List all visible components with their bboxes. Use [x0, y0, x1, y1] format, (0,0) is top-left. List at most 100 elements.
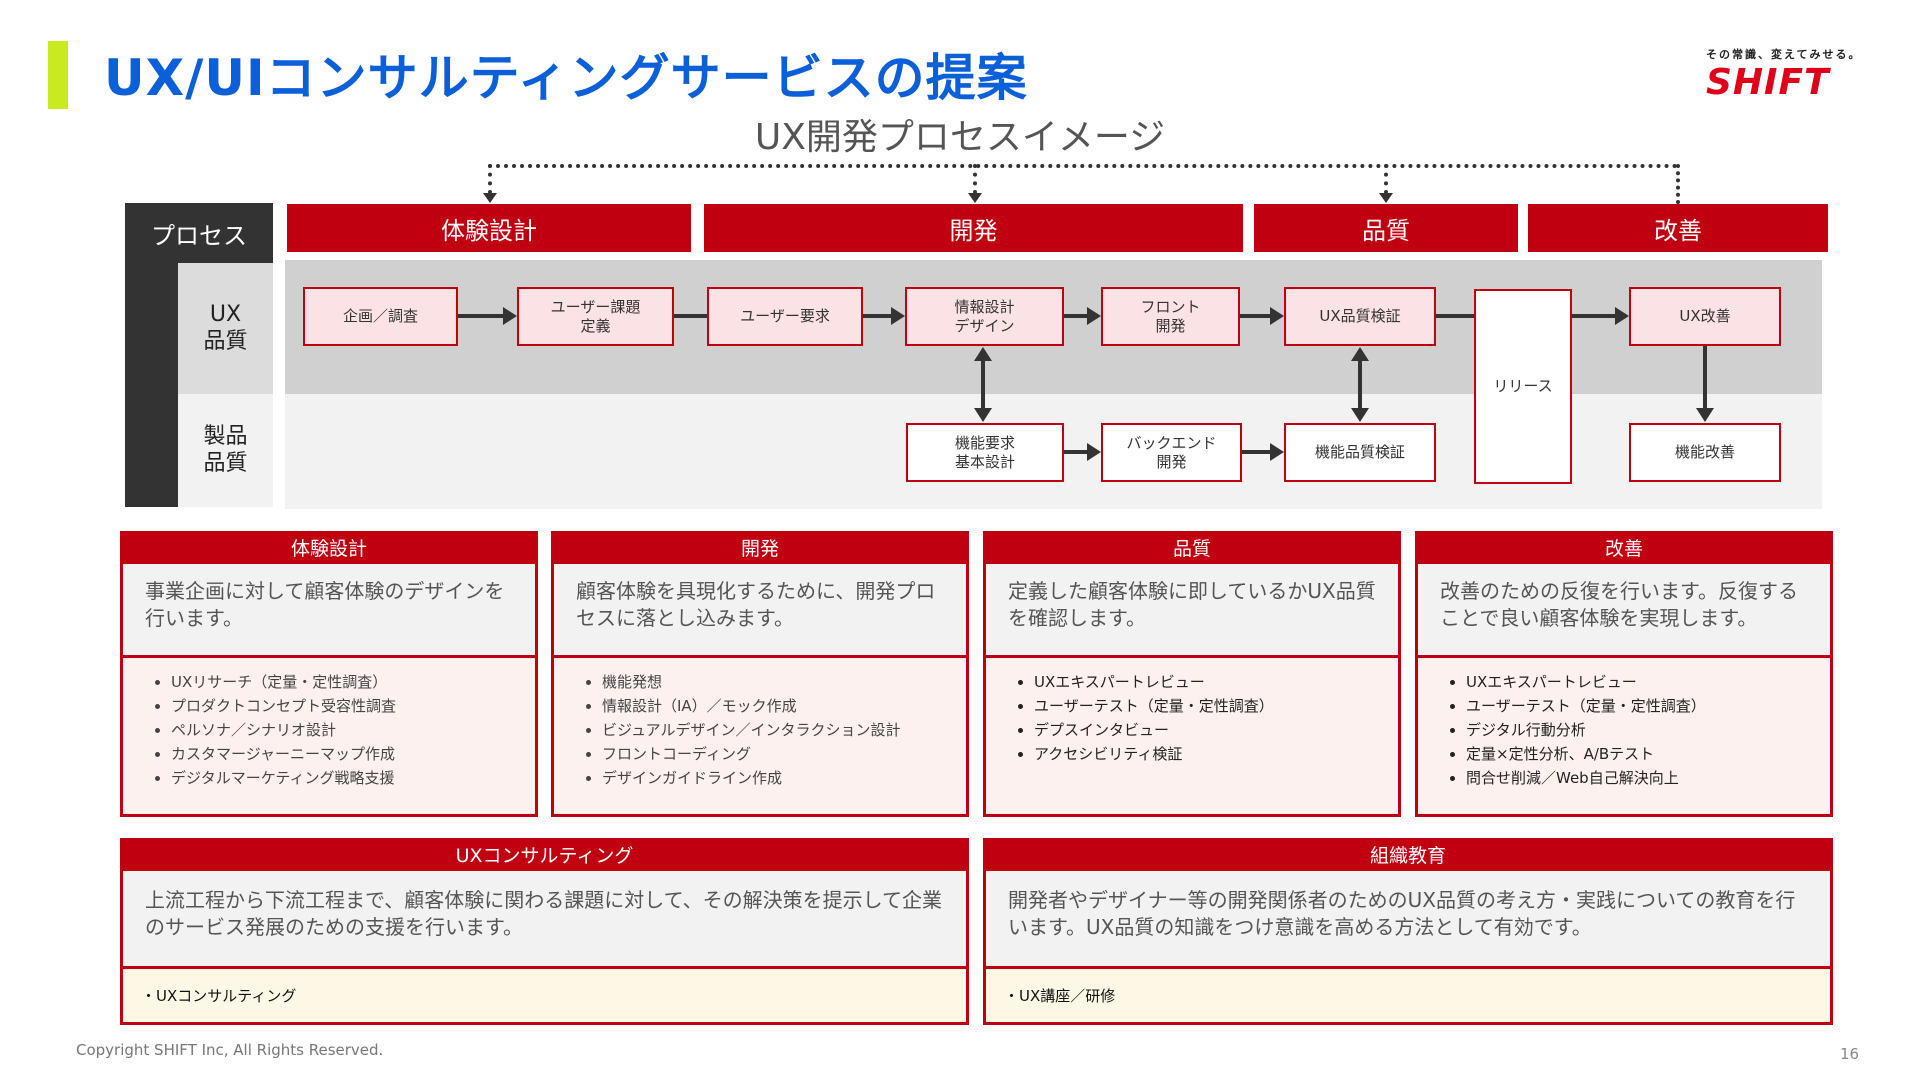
card-list: UXエキスパートレビュー ユーザーテスト（定量・定性調査） デプスインタビュー …: [986, 658, 1398, 814]
card-header: 開発: [554, 534, 966, 564]
dotted-drop-2: [973, 164, 977, 194]
arrow-right-icon: [1087, 443, 1101, 461]
arrow-right-icon: [891, 307, 905, 325]
phase-development: 開発: [704, 204, 1243, 252]
card-list-item: ・UXコンサルティング: [123, 969, 966, 1022]
flow-arrow: [458, 314, 504, 318]
card-header: 品質: [986, 534, 1398, 564]
card-list-item: ・UX講座／研修: [986, 969, 1830, 1022]
arrow-down-icon: [968, 193, 982, 203]
dotted-drop-4: [1676, 164, 1680, 204]
dotted-drop-1: [488, 164, 492, 194]
flow-arrow: [1240, 314, 1271, 318]
logo-tagline: その常識、変えてみせる。: [1706, 48, 1862, 61]
list-item: UXエキスパートレビュー: [1034, 670, 1380, 694]
list-item: ペルソナ／シナリオ設計: [171, 718, 517, 742]
list-item: プロダクトコンセプト受容性調査: [171, 694, 517, 718]
card-org-education: 組織教育 開発者やデザイナー等の開発関係者のためのUX品質の考え方・実践について…: [983, 838, 1833, 1025]
phase-improvement: 改善: [1528, 204, 1828, 252]
title-accent-bar: [48, 41, 68, 109]
process-box-function-improvement: 機能改善: [1629, 423, 1781, 482]
arrow-right-icon: [1615, 307, 1629, 325]
list-item: フロントコーディング: [602, 742, 948, 766]
process-box-ux-quality-verification: UX品質検証: [1284, 287, 1436, 346]
diagram-title: UX開発プロセスイメージ: [754, 117, 1166, 158]
flow-arrow-down: [1703, 346, 1707, 410]
flow-arrow: [863, 314, 893, 318]
arrow-down-icon: [483, 193, 497, 203]
arrow-right-icon: [1270, 443, 1284, 461]
bidirectional-link: [1358, 360, 1362, 410]
arrow-down-icon: [1379, 193, 1393, 203]
card-description: 事業企画に対して顧客体験のデザインを行います。: [123, 564, 535, 658]
card-description: 定義した顧客体験に即しているかUX品質を確認します。: [986, 564, 1398, 658]
card-header: 改善: [1418, 534, 1830, 564]
list-item: ユーザーテスト（定量・定性調査）: [1466, 694, 1812, 718]
flow-arrow: [1064, 314, 1088, 318]
process-box-ux-improvement: UX改善: [1629, 287, 1781, 346]
flow-arrow: [1572, 314, 1616, 318]
dotted-connector-line: [488, 164, 1678, 168]
arrow-down-icon: [1351, 408, 1369, 422]
list-item: デジタル行動分析: [1466, 718, 1812, 742]
card-list: UXリサーチ（定量・定性調査） プロダクトコンセプト受容性調査 ペルソナ／シナリ…: [123, 658, 535, 814]
list-item: ユーザーテスト（定量・定性調査）: [1034, 694, 1380, 718]
copyright: Copyright SHIFT Inc, All Rights Reserved…: [76, 1041, 384, 1059]
card-description: 顧客体験を具現化するために、開発プロセスに落とし込みます。: [554, 564, 966, 658]
list-item: 問合せ削減／Web自己解決向上: [1466, 766, 1812, 790]
page-number: 16: [1840, 1045, 1860, 1063]
arrow-up-icon: [1351, 347, 1369, 361]
process-box-function-quality-verification: 機能品質検証: [1284, 423, 1436, 482]
row-label-product-quality: 製品 品質: [178, 394, 273, 507]
shift-logo: SHIFT: [1706, 62, 1830, 103]
process-box-backend-dev: バックエンド 開発: [1101, 423, 1242, 482]
card-development: 開発 顧客体験を具現化するために、開発プロセスに落とし込みます。 機能発想 情報…: [551, 531, 969, 817]
list-item: 定量×定性分析、A/Bテスト: [1466, 742, 1812, 766]
list-item: 情報設計（IA）／モック作成: [602, 694, 948, 718]
card-header: 体験設計: [123, 534, 535, 564]
list-item: アクセシビリティ検証: [1034, 742, 1380, 766]
phase-experience-design: 体験設計: [287, 204, 691, 252]
list-item: UXリサーチ（定量・定性調査）: [171, 670, 517, 694]
process-box-front-dev: フロント 開発: [1101, 287, 1240, 346]
bidirectional-link: [981, 360, 985, 410]
card-list: UXエキスパートレビュー ユーザーテスト（定量・定性調査） デジタル行動分析 定…: [1418, 658, 1830, 814]
page-title: UX/UIコンサルティングサービスの提案: [104, 49, 1028, 107]
arrow-up-icon: [974, 347, 992, 361]
card-description: 上流工程から下流工程まで、顧客体験に関わる課題に対して、その解決策を提示して企業…: [123, 871, 966, 969]
arrow-down-icon: [974, 408, 992, 422]
flow-connector: [1436, 314, 1474, 318]
flow-arrow: [1064, 450, 1088, 454]
card-experience-design: 体験設計 事業企画に対して顧客体験のデザインを行います。 UXリサーチ（定量・定…: [120, 531, 538, 817]
card-description: 改善のための反復を行います。反復することで良い顧客体験を実現します。: [1418, 564, 1830, 658]
arrow-right-icon: [1270, 307, 1284, 325]
process-box-function-requirements: 機能要求 基本設計: [906, 423, 1064, 482]
card-improvement: 改善 改善のための反復を行います。反復することで良い顧客体験を実現します。 UX…: [1415, 531, 1833, 817]
arrow-right-icon: [503, 307, 517, 325]
arrow-right-icon: [1087, 307, 1101, 325]
flow-arrow: [1242, 450, 1271, 454]
card-quality: 品質 定義した顧客体験に即しているかUX品質を確認します。 UXエキスパートレビ…: [983, 531, 1401, 817]
process-box-user-requirements: ユーザー要求: [707, 287, 863, 346]
arrow-down-icon: [1696, 408, 1714, 422]
process-label: プロセス: [151, 221, 247, 250]
flow-connector: [674, 314, 707, 318]
list-item: UXエキスパートレビュー: [1466, 670, 1812, 694]
card-header: 組織教育: [986, 841, 1830, 871]
card-ux-consulting: UXコンサルティング 上流工程から下流工程まで、顧客体験に関わる課題に対して、そ…: [120, 838, 969, 1025]
row-label-ux-quality: UX 品質: [178, 263, 273, 394]
process-box-release: リリース: [1474, 289, 1572, 484]
phase-quality: 品質: [1254, 204, 1518, 252]
process-box-user-issue: ユーザー課題 定義: [517, 287, 674, 346]
list-item: デザインガイドライン作成: [602, 766, 948, 790]
list-item: カスタマージャーニーマップ作成: [171, 742, 517, 766]
list-item: デジタルマーケティング戦略支援: [171, 766, 517, 790]
card-description: 開発者やデザイナー等の開発関係者のためのUX品質の考え方・実践についての教育を行…: [986, 871, 1830, 969]
list-item: 機能発想: [602, 670, 948, 694]
list-item: デプスインタビュー: [1034, 718, 1380, 742]
process-box-info-design: 情報設計 デザイン: [905, 287, 1064, 346]
list-item: ビジュアルデザイン／インタラクション設計: [602, 718, 948, 742]
process-box-planning: 企画／調査: [303, 287, 458, 346]
dotted-drop-3: [1384, 164, 1388, 194]
card-list: 機能発想 情報設計（IA）／モック作成 ビジュアルデザイン／インタラクション設計…: [554, 658, 966, 814]
